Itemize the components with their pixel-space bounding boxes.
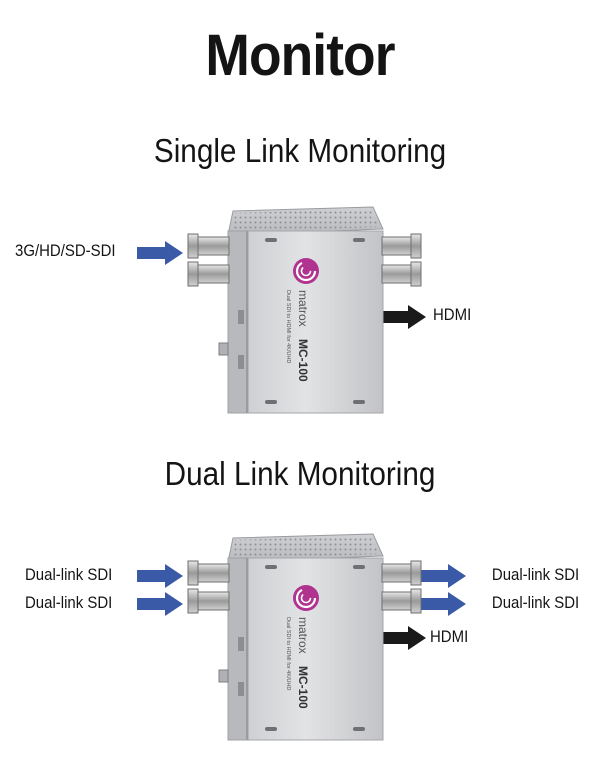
single-output-arrow [380,305,426,329]
dual-output-arrow-1 [420,564,466,588]
device-single: matrox MC-100 Dual SDI to HDMI for 4K/UH… [183,205,423,420]
device-drawing: matrox MC-100 Dual SDI to HDMI for 4K/UH… [187,533,422,741]
dual-link-heading: Dual Link Monitoring [164,455,436,492]
dual-input-arrow-2 [137,592,183,616]
dual-output-label-1: Dual-link SDI [491,565,579,584]
device-brand-text: matrox [296,290,310,327]
matrox-logo [293,258,319,284]
single-input-label: 3G/HD/SD-SDI [15,241,116,260]
dual-output-label-2: Dual-link SDI [491,593,579,612]
device-brand-text: matrox [296,617,310,654]
device-description-text: Dual SDI to HDMI for 4K/UHD [285,290,291,363]
right-bnc-connectors [381,560,422,614]
single-link-heading: Single Link Monitoring [153,132,447,169]
page-title: Monitor [205,23,395,88]
single-input-arrow [137,241,183,265]
dual-input-arrow-1 [137,564,183,588]
matrox-logo [293,585,319,611]
dual-output-arrow-2 [420,592,466,616]
dual-input-label-2: Dual-link SDI [25,593,113,612]
single-output-label: HDMI [433,305,472,324]
dual-hdmi-label: HDMI [430,627,469,646]
device-drawing: matrox MC-100 Dual SDI to HDMI for 4K/UH… [187,206,422,414]
right-bnc-connectors [381,233,422,287]
device-description-text: Dual SDI to HDMI for 4K/UHD [285,617,291,690]
dual-hdmi-arrow [380,626,426,650]
dual-input-label-1: Dual-link SDI [25,565,113,584]
device-model-text: MC-100 [296,666,310,709]
device-dual: matrox MC-100 Dual SDI to HDMI for 4K/UH… [183,532,423,747]
left-bnc-connectors [187,560,230,614]
left-bnc-connectors [187,233,230,287]
device-model-text: MC-100 [296,339,310,382]
